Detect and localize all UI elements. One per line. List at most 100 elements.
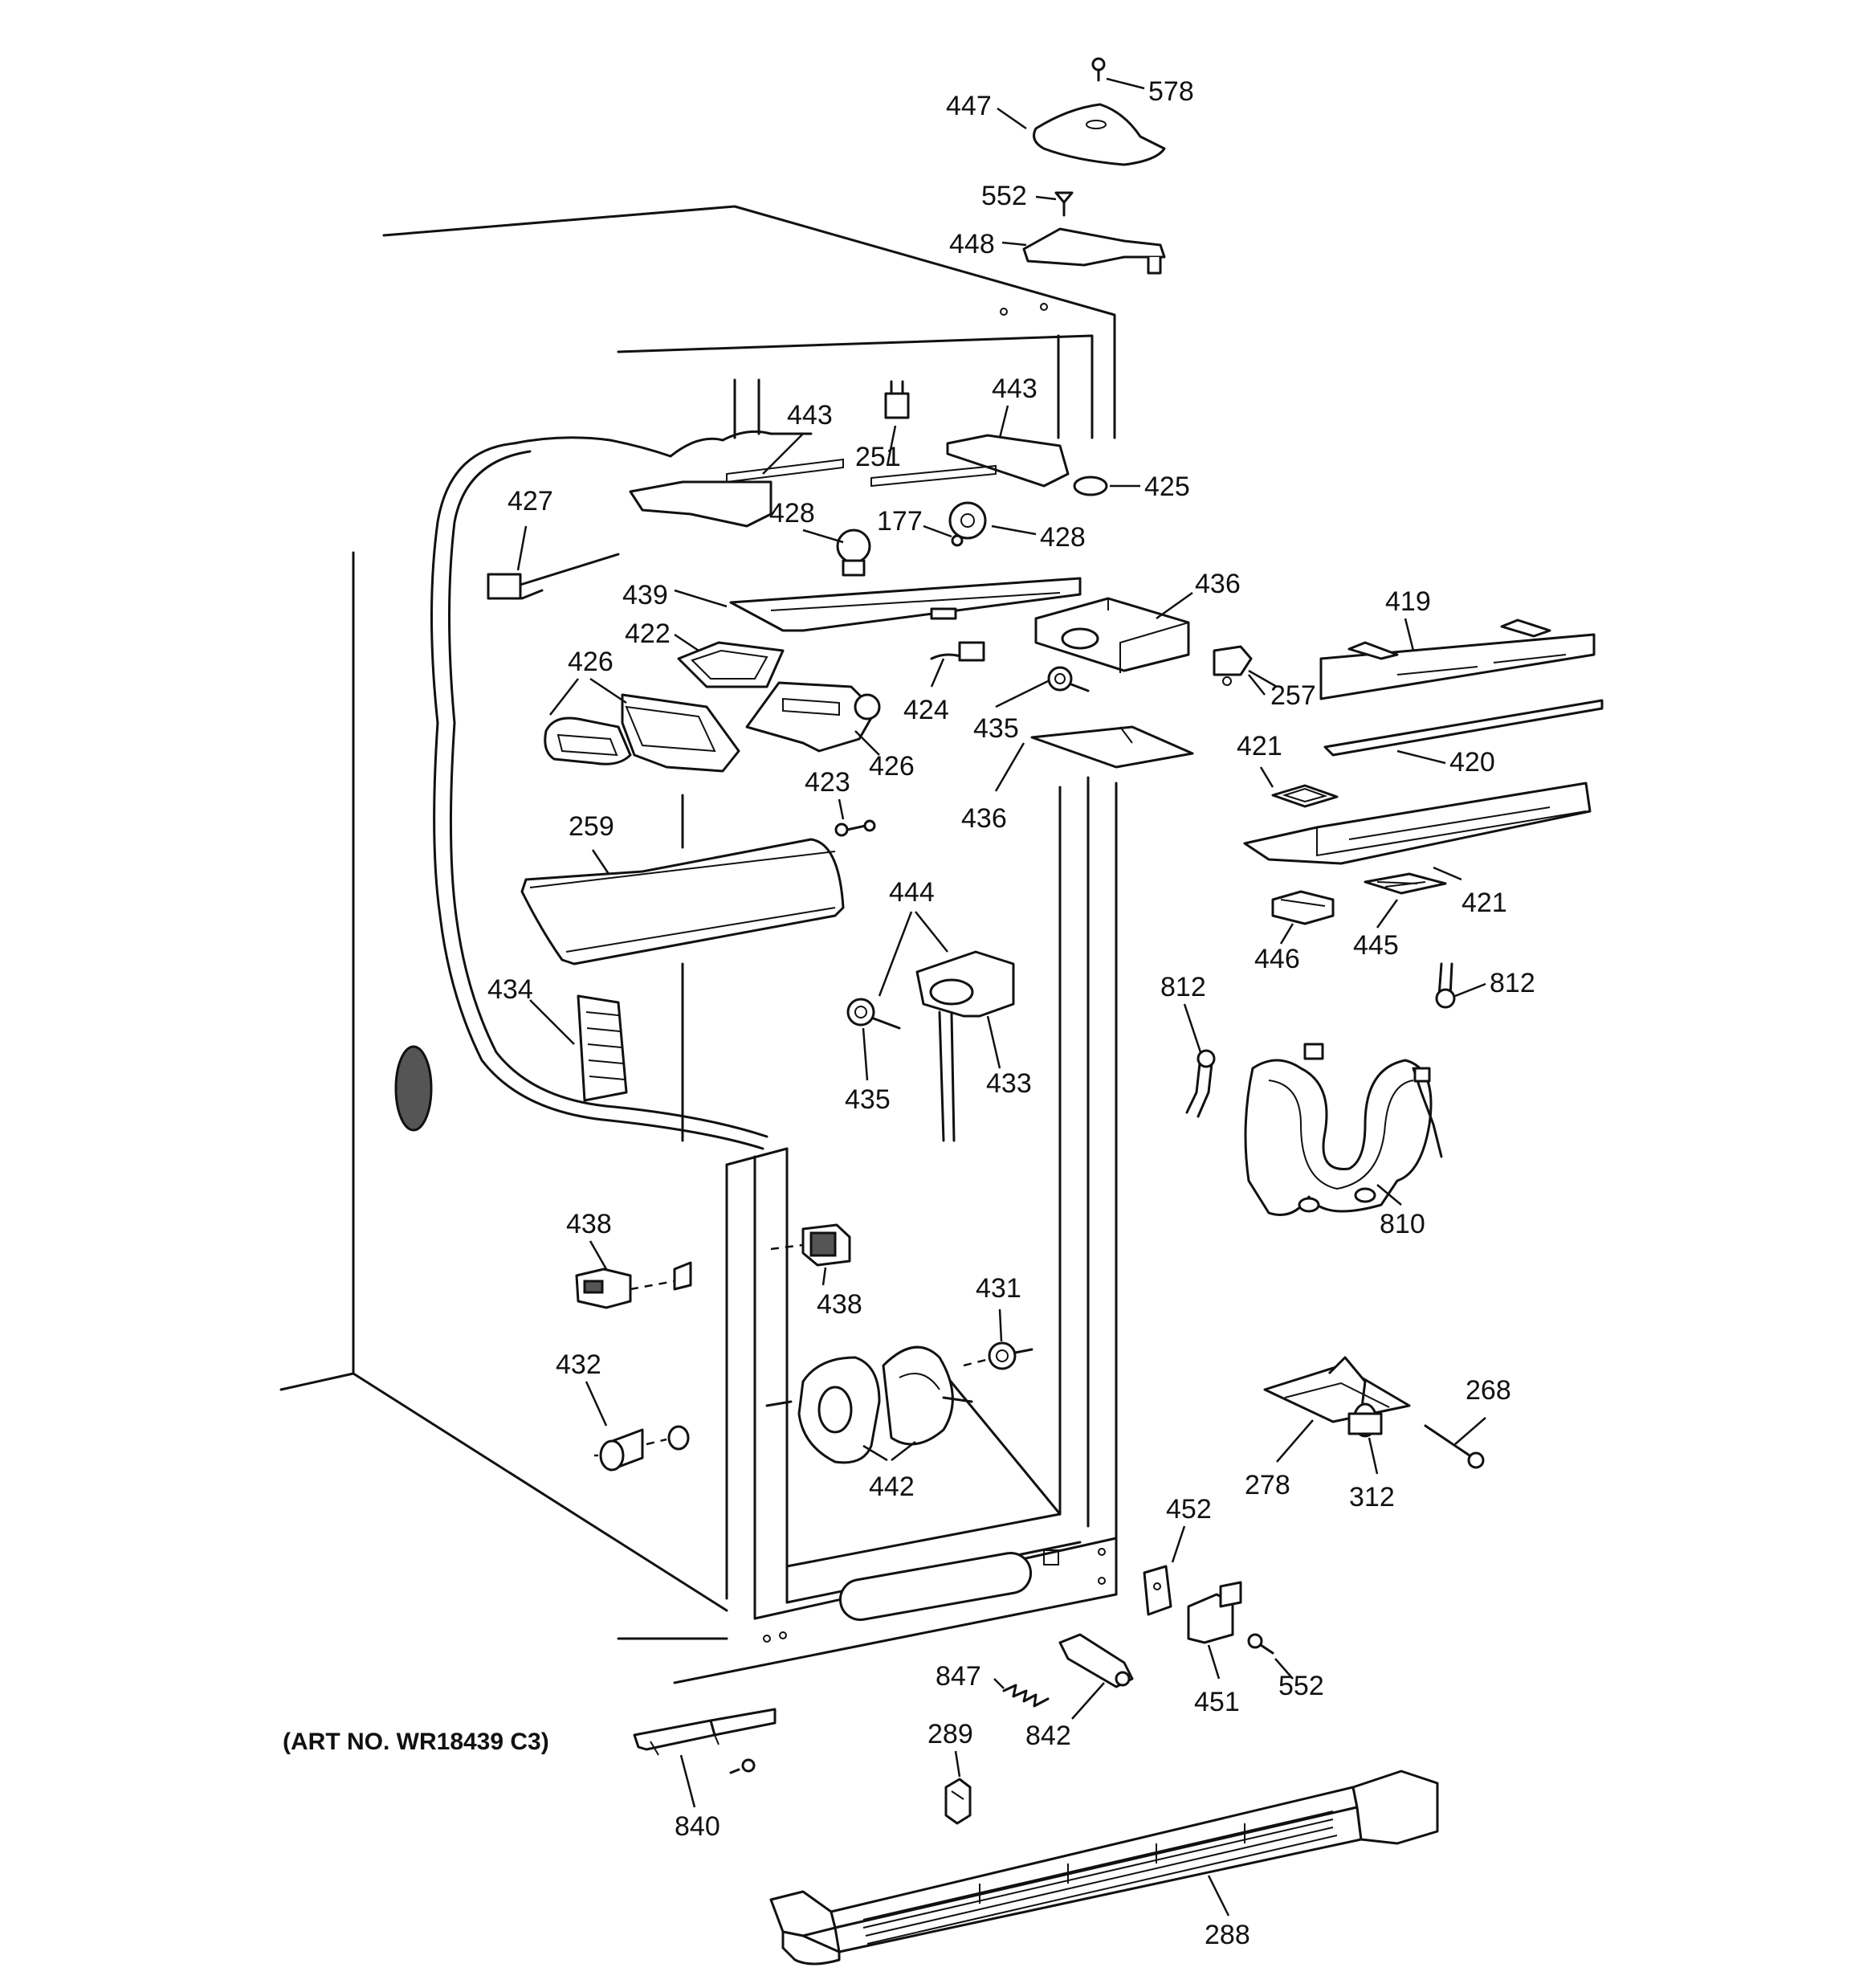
callout-847: 847	[936, 1661, 981, 1692]
callout-424: 424	[903, 695, 949, 725]
callout-251: 251	[855, 442, 901, 472]
part-452	[1143, 1565, 1172, 1616]
callout-433: 433	[986, 1068, 1032, 1099]
callout-278: 278	[1245, 1470, 1290, 1500]
part-424	[930, 641, 985, 662]
callout-312: 312	[1349, 1482, 1395, 1512]
part-431	[963, 1341, 1033, 1370]
callout-177: 177	[877, 506, 923, 537]
part-housing-436	[1034, 597, 1190, 673]
art-number: (ART NO. WR18439 C3)	[283, 1729, 549, 1755]
callout-446: 446	[1254, 944, 1300, 974]
part-water-tube-812-right	[1435, 962, 1456, 1009]
part-screw-552-top	[1054, 191, 1074, 217]
callout-442: 442	[869, 1472, 915, 1502]
part-lamp-socket-435-lower	[846, 998, 901, 1030]
part-bracket-278	[1263, 1356, 1411, 1423]
callout-810: 810	[1380, 1209, 1425, 1239]
part-water-tank-810	[1244, 1043, 1443, 1216]
callout-421-top: 421	[1237, 731, 1282, 761]
callout-445: 445	[1353, 930, 1399, 961]
part-gasket-422	[677, 641, 785, 688]
part-gear-right	[948, 501, 987, 540]
part-shield-436-lower	[1030, 725, 1194, 769]
callout-552-bottom: 552	[1278, 1671, 1324, 1701]
part-vent-grille-434	[577, 994, 628, 1102]
callout-435-lower: 435	[845, 1084, 891, 1115]
part-289	[944, 1778, 972, 1825]
part-damper-426-left	[544, 693, 740, 773]
callout-288: 288	[1205, 1920, 1250, 1950]
part-light-shield-259	[520, 838, 845, 965]
callout-257: 257	[1270, 680, 1316, 711]
callout-451: 451	[1194, 1687, 1240, 1717]
callout-431: 431	[976, 1273, 1021, 1304]
callout-289: 289	[927, 1719, 973, 1749]
callout-419: 419	[1385, 586, 1431, 617]
callout-443-left: 443	[787, 400, 833, 431]
part-base-grille-288	[769, 1770, 1439, 1966]
part-thermostat-442	[765, 1345, 973, 1464]
part-446	[1271, 890, 1335, 925]
part-lamp-socket-438-right	[770, 1223, 851, 1267]
callout-428-left: 428	[769, 498, 815, 529]
part-251	[884, 380, 910, 419]
leader-lines	[516, 77, 1486, 1917]
part-hinge-cover	[1033, 103, 1166, 166]
part-shelf-bracket-right	[870, 434, 1070, 488]
callout-427: 427	[508, 486, 553, 516]
callout-438-right: 438	[817, 1289, 862, 1320]
callout-447: 447	[946, 91, 992, 121]
callout-428-right: 428	[1040, 522, 1086, 553]
part-840	[633, 1708, 777, 1774]
callout-423: 423	[805, 767, 850, 798]
part-water-tube-812-left	[1185, 1049, 1216, 1118]
callout-842: 842	[1025, 1721, 1071, 1751]
part-spring-847	[1002, 1684, 1050, 1708]
callout-812-right: 812	[1490, 968, 1535, 998]
callout-578: 578	[1148, 76, 1194, 107]
part-strip-420	[1323, 699, 1604, 757]
part-445	[1364, 872, 1447, 895]
callout-426-right: 426	[869, 751, 915, 782]
part-427-connector	[487, 553, 620, 600]
callout-420: 420	[1449, 747, 1495, 778]
part-432	[594, 1425, 690, 1472]
callout-435-top: 435	[973, 713, 1019, 744]
part-screw-268	[1424, 1424, 1485, 1469]
callout-259: 259	[569, 811, 614, 842]
callout-436-top: 436	[1195, 569, 1241, 599]
callout-426-left: 426	[568, 647, 614, 677]
part-rail-419	[1319, 618, 1596, 700]
callout-421-bottom: 421	[1461, 888, 1507, 918]
part-423	[834, 819, 876, 837]
part-hinge-451	[1187, 1581, 1242, 1644]
part-lever-842	[1058, 1633, 1134, 1688]
callout-812-left: 812	[1160, 972, 1206, 1002]
callout-422: 422	[625, 618, 671, 649]
cabinet-outline	[279, 205, 1118, 1684]
part-light-shield-421	[1243, 782, 1592, 865]
callout-840: 840	[675, 1811, 720, 1842]
callout-444: 444	[889, 877, 935, 908]
callout-268: 268	[1466, 1375, 1511, 1406]
part-425	[1073, 476, 1108, 496]
part-screw-578	[1091, 57, 1106, 82]
part-control-plate-439	[729, 577, 1082, 632]
callout-448: 448	[949, 229, 995, 259]
part-damper-426-right	[745, 681, 881, 753]
part-257	[1213, 645, 1253, 686]
part-shelf-bracket-left	[629, 458, 844, 528]
callout-432: 432	[556, 1349, 601, 1380]
callout-436-lower: 436	[961, 803, 1007, 834]
part-top-hinge	[1022, 227, 1166, 275]
part-roller-312	[1347, 1402, 1383, 1438]
part-444-housing	[915, 950, 1015, 1142]
callout-443-right: 443	[992, 374, 1037, 404]
part-421-small	[1271, 784, 1339, 808]
part-gear-left	[836, 529, 871, 577]
callout-439: 439	[622, 580, 668, 610]
callout-434: 434	[487, 974, 533, 1005]
callout-438-left: 438	[566, 1209, 612, 1239]
